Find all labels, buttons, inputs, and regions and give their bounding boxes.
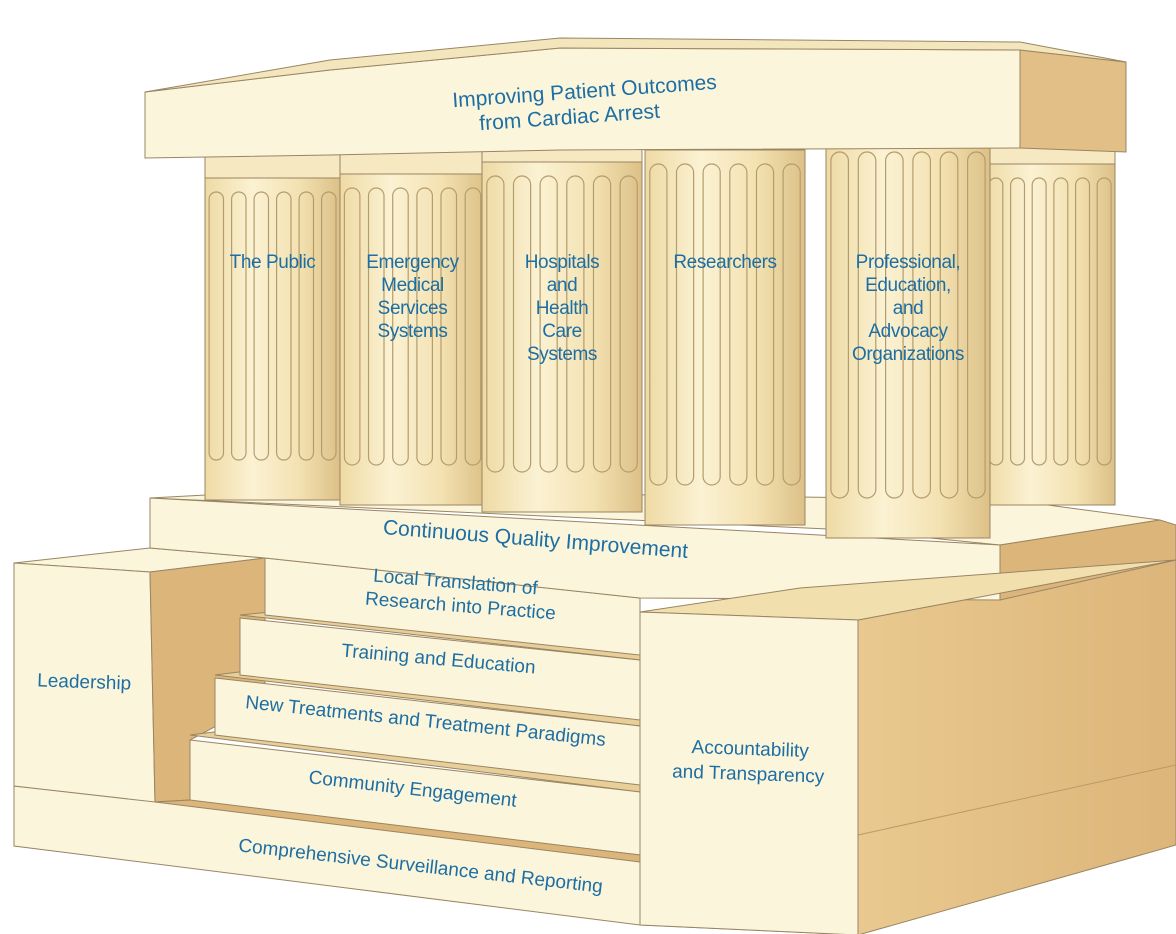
base-right-face-ledge	[857, 764, 1176, 836]
right-block-front	[639, 611, 859, 934]
column-flute	[702, 163, 721, 486]
column-shaft	[204, 151, 341, 501]
column-flute	[1053, 177, 1069, 466]
column-flute	[939, 151, 959, 499]
column-flute	[1096, 177, 1112, 466]
column-flute	[755, 163, 775, 486]
column-flute	[830, 151, 850, 499]
column-flute	[343, 187, 361, 466]
column-1	[204, 151, 341, 501]
column-3-label-line-5: Systems	[527, 344, 597, 365]
column-5-label-line-1: Professional,	[856, 252, 961, 273]
roof-top	[144, 37, 1127, 93]
column-flute	[231, 191, 247, 461]
columns	[204, 111, 1116, 539]
column-flute	[1031, 177, 1047, 466]
column-flute	[675, 163, 695, 486]
column-flute	[321, 191, 337, 461]
column-flute	[619, 175, 638, 473]
column-flute	[298, 191, 315, 461]
column-flute	[592, 175, 612, 473]
column-flute	[884, 151, 904, 499]
roof-side	[1019, 49, 1127, 153]
column-flute	[392, 187, 409, 466]
base-right-face	[857, 559, 1176, 934]
column-flute	[208, 191, 225, 461]
column-2-label-line-3: Services	[378, 298, 448, 319]
column-4	[644, 123, 806, 526]
column-flute	[1074, 177, 1091, 466]
column-4-label-line-1: Researchers	[673, 252, 776, 273]
column-5-label-line-2: Education,	[865, 275, 951, 296]
column-3-label-line-2: and	[547, 275, 578, 296]
column-5-label-line-5: Organizations	[852, 344, 964, 365]
column-flute	[367, 187, 385, 466]
column-back	[984, 137, 1116, 506]
column-flute	[253, 191, 270, 461]
column-3-label-line-1: Hospitals	[525, 252, 600, 273]
column-2-label-line-2: Medical	[381, 275, 444, 296]
column-3-label-line-4: Care	[542, 321, 582, 342]
column-shaft	[644, 123, 806, 526]
column-shaft	[339, 147, 486, 506]
column-3-label-line-3: Health	[536, 298, 589, 319]
column-flute	[1009, 177, 1026, 466]
column-shaft	[984, 137, 1116, 506]
column-flute	[912, 151, 932, 499]
column-2-label-line-4: Systems	[377, 321, 447, 342]
column-1-label-line-1: The Public	[230, 252, 316, 273]
column-flute	[649, 163, 668, 486]
column-flute	[416, 187, 433, 466]
column-flute	[782, 163, 801, 486]
roof	[144, 37, 1127, 159]
column-flute	[512, 175, 532, 473]
left-block-label: Leadership	[37, 670, 132, 694]
column-shaft	[825, 111, 991, 539]
column-flute	[729, 163, 748, 486]
column-flute	[276, 191, 292, 461]
column-flute	[857, 151, 877, 499]
column-5	[825, 111, 991, 539]
steps	[154, 557, 652, 863]
column-flute	[539, 175, 558, 473]
right-block-label-line1: Accountability	[691, 737, 809, 762]
column-flute	[966, 151, 986, 499]
column-flute	[464, 187, 482, 466]
column-5-label-line-4: Advocacy	[868, 321, 948, 342]
column-2-label-line-1: Emergency	[366, 252, 459, 273]
right-block	[639, 559, 1176, 934]
column-5-label-line-3: and	[893, 298, 924, 319]
column-2	[339, 147, 486, 506]
column-flute	[566, 175, 585, 473]
column-flute	[486, 175, 505, 473]
column-flute	[440, 187, 458, 466]
